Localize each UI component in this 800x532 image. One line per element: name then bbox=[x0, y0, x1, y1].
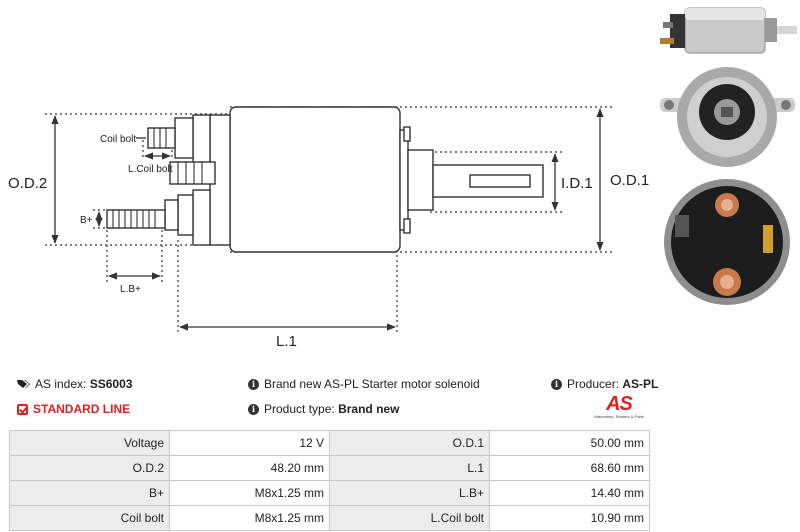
standard-line-row: STANDARD LINE bbox=[17, 402, 130, 416]
id1-label: I.D.1 bbox=[561, 175, 593, 192]
spec-label: L.Coil bolt bbox=[329, 505, 490, 531]
spec-value: M8x1.25 mm bbox=[169, 505, 330, 531]
spec-value: 10.90 mm bbox=[489, 505, 650, 531]
solenoid-technical-drawing: O.D.2 O.D.1 I.D.1 L.1 L.B+ B+ Coil bolt … bbox=[8, 106, 649, 350]
info-icon: i bbox=[248, 378, 259, 390]
as-index-label: AS index: bbox=[35, 377, 87, 391]
product-type-label: Product type: bbox=[264, 402, 335, 416]
spec-value: M8x1.25 mm bbox=[169, 480, 330, 506]
spec-label: L.1 bbox=[329, 455, 490, 481]
product-photos bbox=[660, 7, 797, 305]
product-type-row: i Product type: Brand new bbox=[248, 402, 399, 416]
as-index-row: AS index: SS6003 bbox=[17, 377, 132, 391]
product-description: Brand new AS-PL Starter motor solenoid bbox=[264, 377, 480, 391]
od2-label: O.D.2 bbox=[8, 175, 47, 192]
l-coil-bolt-label: L.Coil bolt bbox=[128, 164, 173, 175]
spec-value: 14.40 mm bbox=[489, 480, 650, 506]
producer-value: AS-PL bbox=[622, 377, 659, 391]
spec-label: Coil bolt bbox=[9, 505, 170, 531]
spec-label: Voltage bbox=[9, 430, 170, 456]
spec-label: B+ bbox=[9, 480, 170, 506]
tags-icon bbox=[17, 380, 30, 388]
standard-line-label: STANDARD LINE bbox=[33, 402, 131, 416]
side-view-photo bbox=[660, 7, 797, 54]
checkbox-check-icon bbox=[17, 403, 28, 415]
front-view-photo bbox=[660, 67, 795, 167]
spec-value: 48.20 mm bbox=[169, 455, 330, 481]
od1-label: O.D.1 bbox=[610, 172, 649, 189]
spec-value: 12 V bbox=[169, 430, 330, 456]
spec-label: L.B+ bbox=[329, 480, 490, 506]
terminal-view-photo bbox=[664, 179, 790, 305]
spec-value: 50.00 mm bbox=[489, 430, 650, 456]
logo-subtitle: Alternators, Starters & Parts bbox=[594, 414, 644, 419]
spec-label: O.D.2 bbox=[9, 455, 170, 481]
b-plus-label: B+ bbox=[80, 215, 93, 226]
as-index-value: SS6003 bbox=[89, 377, 133, 391]
producer-label: Producer: bbox=[567, 377, 620, 391]
logo-mark: AS bbox=[606, 393, 633, 415]
product-type-value: Brand new bbox=[338, 402, 400, 416]
info-icon: i bbox=[551, 378, 562, 390]
lb-label: L.B+ bbox=[120, 284, 141, 295]
description-row: i Brand new AS-PL Starter motor solenoid bbox=[248, 377, 480, 391]
info-icon: i bbox=[248, 403, 259, 415]
as-pl-logo: AS Alternators, Starters & Parts bbox=[588, 394, 650, 426]
spec-label: O.D.1 bbox=[329, 430, 490, 456]
producer-row: i Producer: AS-PL bbox=[551, 377, 658, 391]
spec-value: 68.60 mm bbox=[489, 455, 650, 481]
l1-label: L.1 bbox=[276, 333, 297, 350]
coil-bolt-label: Coil bolt bbox=[100, 134, 136, 145]
